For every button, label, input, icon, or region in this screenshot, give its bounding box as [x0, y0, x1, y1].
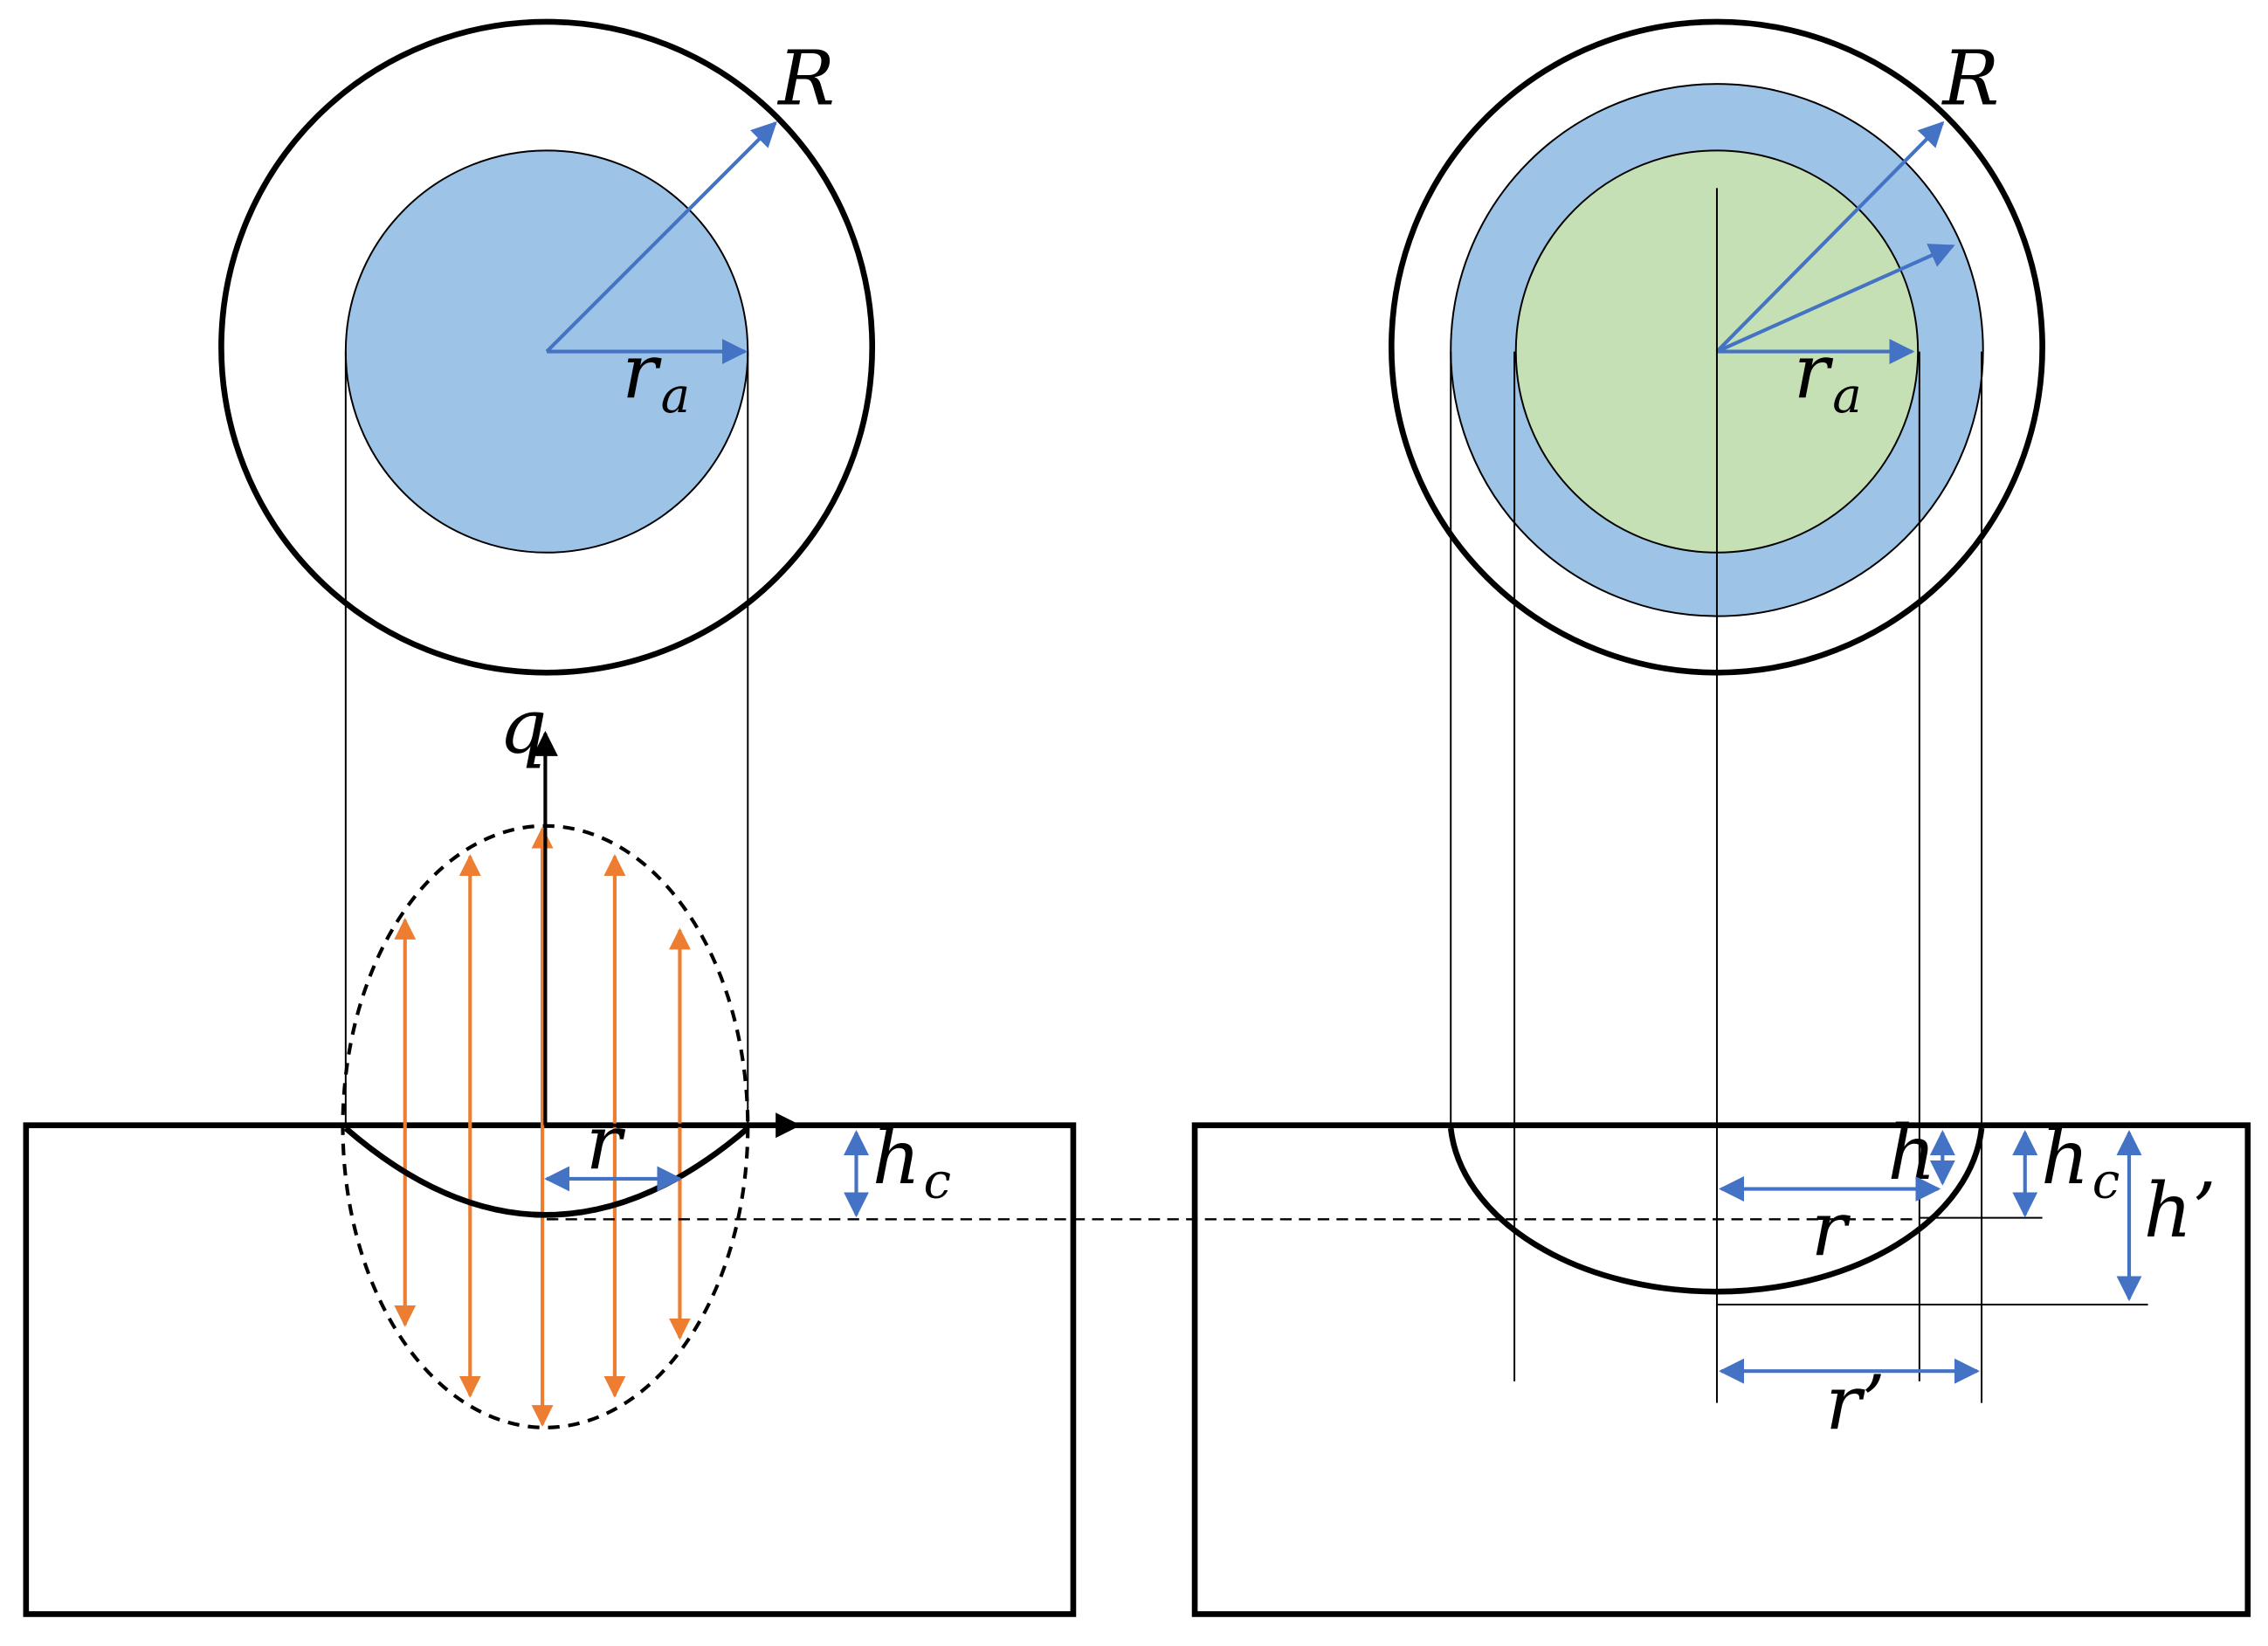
- left-R-label: R: [776, 35, 835, 122]
- right-ra-label: ra: [1794, 329, 1862, 425]
- right-indentation-profile: [1447, 1127, 1985, 1295]
- left-hc-label: hc: [872, 1114, 951, 1210]
- left-r-label: r: [586, 1099, 626, 1187]
- right-rprime-label: r’: [1825, 1360, 1885, 1447]
- right-hc-label: hc: [2041, 1114, 2120, 1210]
- left-outer-circle: [218, 18, 876, 676]
- right-R-label: R: [1941, 35, 1999, 122]
- right-R-arrow: [1715, 121, 1945, 354]
- q-axis-label: q: [499, 683, 547, 770]
- left-ra-label: ra: [622, 329, 690, 425]
- right-specimen-block: [1191, 1122, 2251, 1617]
- right-h-label: h: [1887, 1110, 1935, 1197]
- left-indentation-profile: [343, 1126, 750, 1218]
- left-panel: R ra q r hc: [23, 18, 1077, 1617]
- left-R-arrow: [545, 121, 777, 354]
- right-hprime-label: h’: [2144, 1167, 2216, 1255]
- right-r-label: r: [1811, 1187, 1851, 1274]
- right-rprime-arrow: [1716, 244, 1955, 354]
- right-panel: R ra h r hc h’ r’: [1191, 18, 2251, 1617]
